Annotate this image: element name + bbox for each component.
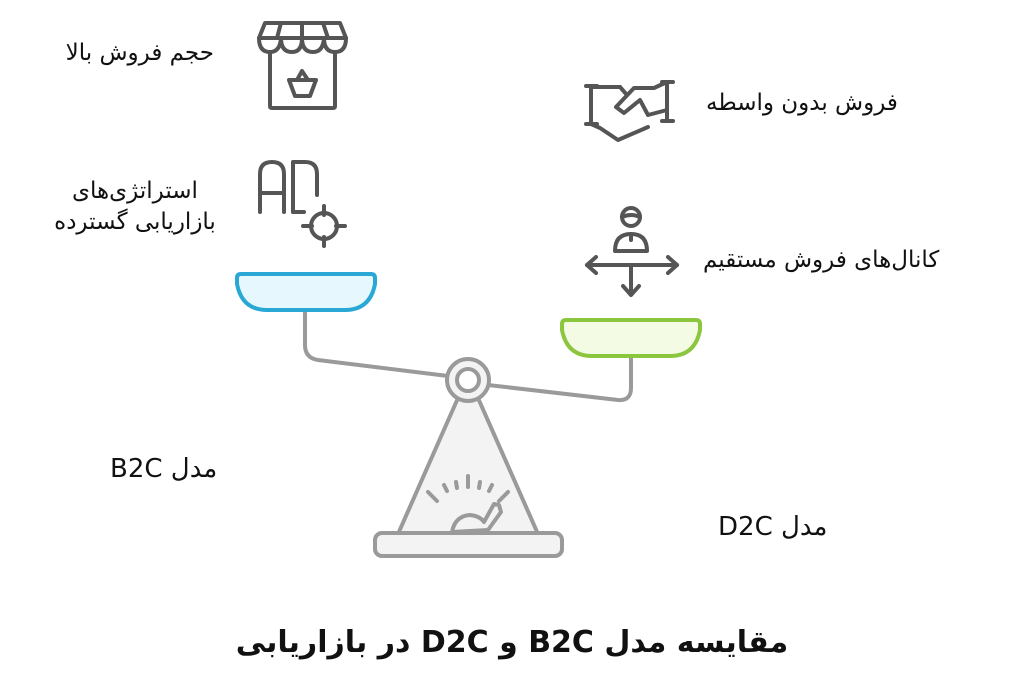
page-title: مقایسه مدل B2C و D2C در بازاریابی (235, 625, 789, 660)
handshake-icon (584, 80, 675, 142)
feature-no-intermediary-sales: فروش بدون واسطه (706, 90, 898, 116)
model-label-b2c: مدل B2C (110, 454, 218, 484)
scale-base (373, 531, 564, 558)
model-label-d2c: مدل D2C (718, 512, 828, 542)
feature-broad-marketing-line1: استراتژی‌های (72, 178, 198, 204)
feature-broad-marketing-line2: بازاریابی گسترده (54, 209, 216, 236)
person-arrows-icon (585, 206, 679, 297)
feature-broad-marketing-strategies: استراتژی‌های بازاریابی گسترده (40, 176, 230, 238)
right-pan-d2c (560, 318, 702, 358)
left-pan-b2c (235, 272, 377, 312)
ad-target-icon (258, 160, 347, 248)
feature-direct-sales-channels: کانال‌های فروش مستقیم (703, 247, 940, 273)
feature-high-sales-volume: حجم فروش بالا (65, 40, 214, 66)
storefront-basket-icon (257, 21, 348, 110)
